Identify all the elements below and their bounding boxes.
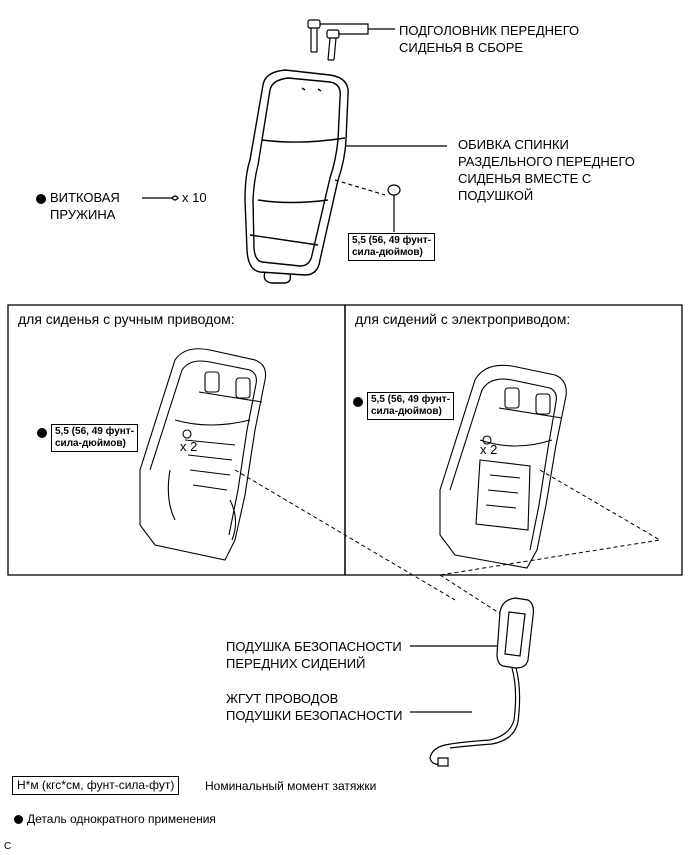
panel-manual-title: для сиденья с ручным приводом:: [18, 311, 235, 327]
legend-torque-box: Н*м (кгс*см, фунт-сила-фут): [12, 776, 180, 795]
torque-box-top: 5,5 (56, 49 фунт- сила-дюймов): [348, 233, 436, 261]
single-use-icon: [14, 815, 23, 824]
manual-seat-frame: [139, 348, 267, 561]
legend-single-use: Деталь однократного применения: [27, 812, 216, 826]
headrest-bolt-left: [307, 19, 321, 53]
airbag-label: ПОДУШКА БЕЗОПАСНОСТИ ПЕРЕДНИХ СИДЕНИЙ: [226, 639, 402, 671]
coil-spring-label: ВИТКОВАЯ ПРУЖИНА: [50, 190, 120, 222]
single-use-icon: [36, 194, 46, 204]
single-use-icon: [353, 397, 363, 407]
power-seat-frame: [439, 364, 567, 569]
corner-code: C: [4, 841, 12, 852]
bolt-qty-manual: x 2: [180, 439, 198, 454]
clip-nut: [387, 184, 401, 196]
bolt-qty-power: x 2: [480, 442, 498, 457]
airbag-module: [410, 597, 535, 669]
legend-torque-desc: Номинальный момент затяжки: [205, 779, 377, 793]
headrest-label: ПОДГОЛОВНИК ПЕРЕДНЕГО СИДЕНЬЯ В СБОРЕ: [399, 23, 580, 55]
coil-spring-qty: x 10: [182, 190, 207, 205]
single-use-icon: [37, 428, 47, 438]
torque-box-power: 5,5 (56, 49 фунт- сила-дюймов): [367, 392, 455, 420]
headrest-bolt-right: [326, 29, 340, 61]
seatback-cushion: [244, 69, 349, 284]
wire-harness: [410, 667, 521, 767]
seatback-cover-label: ОБИВКА СПИНКИ РАЗДЕЛЬНОГО ПЕРЕДНЕГО СИДЕ…: [458, 137, 635, 203]
torque-box-manual: 5,5 (56, 49 фунт- сила-дюймов): [51, 424, 139, 452]
panel-power-title: для сидений с электроприводом:: [355, 311, 571, 327]
panel-power-frame: [344, 304, 683, 576]
spring-icon: [171, 195, 179, 201]
harness-label: ЖГУТ ПРОВОДОВ ПОДУШКИ БЕЗОПАСНОСТИ: [226, 691, 403, 723]
